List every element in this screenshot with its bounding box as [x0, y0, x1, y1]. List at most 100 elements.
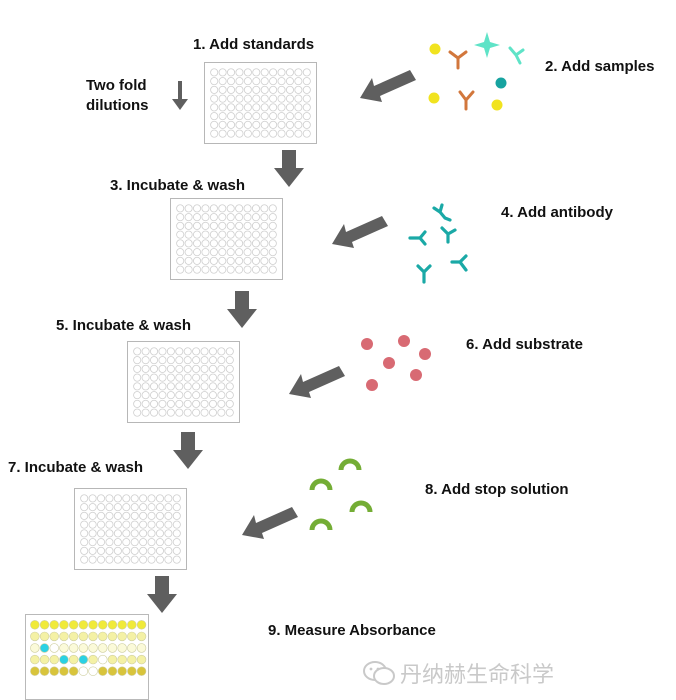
- well: [269, 94, 278, 103]
- well: [88, 503, 97, 512]
- well: [150, 356, 159, 365]
- stop-arc: [309, 518, 333, 531]
- well: [141, 373, 150, 382]
- well: [285, 103, 294, 112]
- well: [243, 94, 252, 103]
- well: [235, 129, 244, 138]
- final-well: [98, 666, 108, 676]
- well: [260, 204, 269, 213]
- well: [285, 112, 294, 121]
- well: [155, 555, 164, 564]
- well: [184, 248, 193, 257]
- well: [80, 546, 89, 555]
- well: [225, 408, 234, 417]
- well: [141, 399, 150, 408]
- well: [130, 538, 139, 547]
- well: [200, 408, 209, 417]
- well: [141, 408, 150, 417]
- well: [208, 382, 217, 391]
- well: [251, 213, 260, 222]
- well: [227, 68, 236, 77]
- well: [88, 511, 97, 520]
- well: [200, 356, 209, 365]
- well: [260, 221, 269, 230]
- plate-wells: [80, 494, 181, 564]
- final-well: [117, 643, 127, 653]
- well: [227, 129, 236, 138]
- well: [141, 356, 150, 365]
- well: [226, 248, 235, 257]
- final-well: [136, 631, 147, 642]
- well: [105, 503, 114, 512]
- well: [133, 399, 142, 408]
- well: [260, 129, 269, 138]
- well: [252, 68, 261, 77]
- stop-arc: [309, 478, 333, 491]
- well: [113, 520, 122, 529]
- well: [235, 256, 244, 265]
- well: [208, 364, 217, 373]
- well: [243, 221, 252, 230]
- well: [133, 364, 142, 373]
- well: [141, 364, 150, 373]
- well: [227, 94, 236, 103]
- well: [105, 546, 114, 555]
- antibody-glyph: [416, 264, 432, 284]
- well: [277, 68, 286, 77]
- well: [183, 356, 192, 365]
- well: [243, 68, 252, 77]
- final-well: [117, 620, 127, 630]
- well: [210, 112, 219, 121]
- well: [200, 391, 209, 400]
- well: [175, 391, 184, 400]
- well: [208, 347, 217, 356]
- well: [139, 555, 148, 564]
- final-well: [68, 643, 79, 653]
- well: [225, 373, 234, 382]
- well: [175, 399, 184, 408]
- well: [147, 555, 156, 564]
- well: [243, 204, 252, 213]
- well: [105, 511, 114, 520]
- sample-yellow-dot: [429, 43, 441, 55]
- well: [150, 347, 159, 356]
- well: [218, 239, 227, 248]
- well: [184, 256, 193, 265]
- arrow-substrate-in: [289, 366, 345, 398]
- well: [268, 256, 277, 265]
- well: [235, 112, 244, 121]
- well: [172, 546, 181, 555]
- well: [252, 77, 261, 86]
- well: [105, 538, 114, 547]
- well: [192, 364, 201, 373]
- well: [218, 248, 227, 257]
- well: [184, 204, 193, 213]
- well: [243, 239, 252, 248]
- well: [176, 265, 185, 274]
- well: [225, 391, 234, 400]
- final-well: [39, 643, 50, 653]
- well: [155, 494, 164, 503]
- well: [166, 373, 175, 382]
- well: [252, 94, 261, 103]
- well: [235, 77, 244, 86]
- well: [158, 373, 167, 382]
- well: [225, 399, 234, 408]
- well: [139, 538, 148, 547]
- well: [147, 494, 156, 503]
- antibody-glyph: [408, 230, 427, 246]
- well: [243, 256, 252, 265]
- well: [139, 520, 148, 529]
- well: [251, 221, 260, 230]
- well: [164, 529, 173, 538]
- well: [227, 120, 236, 129]
- final-well: [88, 666, 98, 676]
- sample-yellow-dot: [428, 92, 440, 104]
- wechat-icon: [363, 661, 395, 685]
- well: [208, 408, 217, 417]
- substrate-dot: [419, 348, 431, 360]
- well: [175, 408, 184, 417]
- well: [225, 347, 234, 356]
- well: [158, 347, 167, 356]
- well: [235, 103, 244, 112]
